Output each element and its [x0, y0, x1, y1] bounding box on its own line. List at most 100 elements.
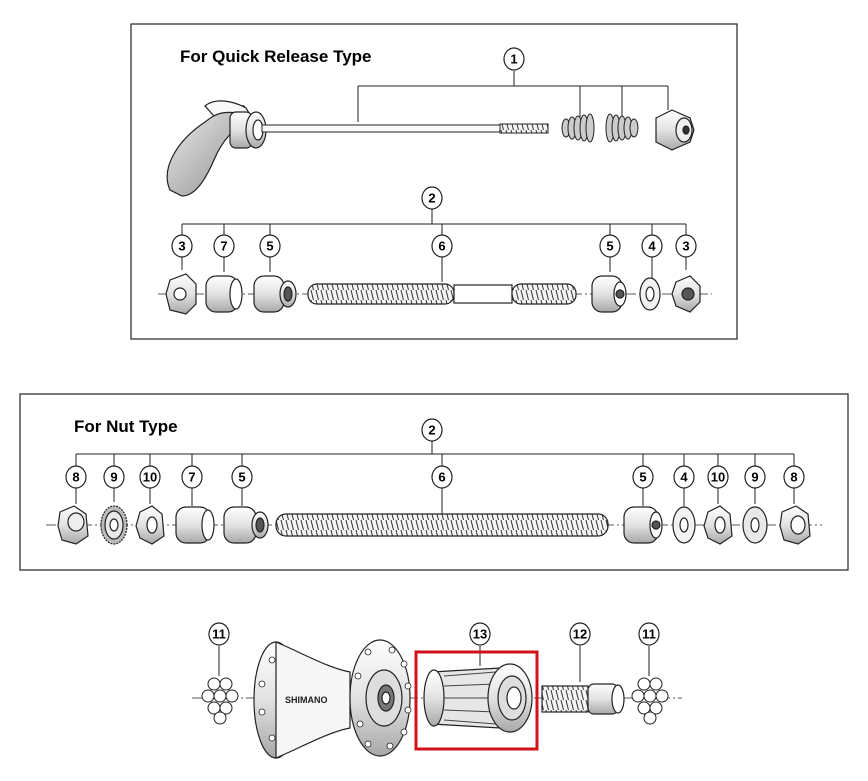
fixing-bolt [541, 683, 625, 715]
callout-circle [599, 234, 621, 258]
callout-12: 12 [569, 622, 591, 646]
callout-5: 5 [259, 234, 281, 258]
washer-right-9 [742, 506, 768, 544]
callout-circle [431, 234, 453, 258]
hub-assembly: SHIMANO [192, 639, 682, 759]
callout-number: 9 [110, 470, 117, 485]
highlight-box-part-13 [414, 650, 539, 751]
qr-pointer-lines [181, 256, 687, 282]
callout-2-leader-qr [181, 209, 687, 236]
callout-10: 10 [139, 465, 161, 489]
skewer-rod [261, 123, 549, 134]
callout-circle [421, 418, 443, 442]
callout-number: 3 [682, 239, 689, 254]
callout-8: 8 [65, 465, 87, 489]
callout-8: 8 [783, 465, 805, 489]
qr-cone-right [591, 275, 627, 313]
callout-circle [431, 465, 453, 489]
callout-6: 6 [431, 234, 453, 258]
callout-number: 2 [428, 191, 435, 206]
callout-circle [469, 622, 491, 646]
callout-circle [744, 465, 766, 489]
callout-number: 13 [473, 627, 487, 642]
freehub-body [423, 663, 533, 733]
callout-circle [673, 465, 695, 489]
callout-10: 10 [707, 465, 729, 489]
nut-cone-left [223, 506, 269, 544]
quick-release-title: For Quick Release Type [180, 47, 371, 66]
callout-circle [259, 234, 281, 258]
callout-circle [65, 465, 87, 489]
qr-cone-left [253, 275, 297, 313]
callout-circle [421, 186, 443, 210]
callout-number: 5 [639, 470, 646, 485]
callout-5: 5 [632, 465, 654, 489]
callout-number: 7 [220, 239, 227, 254]
callout-circle [139, 465, 161, 489]
lock-nut-right [703, 505, 733, 545]
callout-11: 11 [208, 622, 230, 646]
callout-13: 13 [469, 622, 491, 646]
hub-brand-label: SHIMANO [285, 695, 328, 705]
callout-circle [569, 622, 591, 646]
callout-4: 4 [641, 234, 663, 258]
callout-number: 9 [751, 470, 758, 485]
callout-circle [231, 465, 253, 489]
qr-washer [639, 277, 661, 311]
callout-circle [641, 234, 663, 258]
callout-3: 3 [675, 234, 697, 258]
callout-circle [707, 465, 729, 489]
callout-6: 6 [431, 465, 453, 489]
callout-number: 10 [143, 470, 157, 485]
callout-number: 6 [438, 470, 445, 485]
qr-lock-nut-left [165, 273, 197, 315]
callout-number: 1 [510, 52, 517, 67]
nut-axle [275, 513, 609, 537]
callout-11: 11 [638, 622, 660, 646]
callout-circle [181, 465, 203, 489]
ball-bearings-right [631, 677, 669, 725]
callout-4: 4 [673, 465, 695, 489]
callout-9: 9 [103, 465, 125, 489]
callout-number: 6 [438, 239, 445, 254]
callout-9: 9 [744, 465, 766, 489]
callout-number: 4 [680, 470, 688, 485]
lock-nut-left [135, 505, 165, 545]
callout-7: 7 [213, 234, 235, 258]
callout-number: 11 [212, 627, 226, 642]
callout-number: 8 [790, 470, 797, 485]
callout-circle [632, 465, 654, 489]
callout-3: 3 [171, 234, 193, 258]
callout-2: 2 [421, 186, 443, 210]
callout-circle [675, 234, 697, 258]
callout-number: 10 [711, 470, 725, 485]
quick-release-lever [166, 100, 267, 197]
callout-number: 12 [573, 627, 587, 642]
callout-5: 5 [231, 465, 253, 489]
nut-cone-right [623, 506, 663, 544]
axle-nut-left [57, 505, 89, 545]
callout-number: 5 [238, 470, 245, 485]
callout-number: 8 [72, 470, 79, 485]
spring-right [605, 113, 639, 143]
callout-number: 2 [428, 423, 435, 438]
serrated-washer-left [100, 505, 128, 545]
ball-bearings-left [201, 677, 239, 725]
nut-type-title: For Nut Type [74, 417, 178, 436]
nut-pointer-lines [75, 487, 795, 514]
callout-number: 7 [188, 470, 195, 485]
callout-circle [783, 465, 805, 489]
callout-circle [171, 234, 193, 258]
callout-number: 5 [606, 239, 613, 254]
qr-lock-nut-right [671, 275, 701, 313]
quick-release-nut [655, 109, 695, 151]
callout-number: 5 [266, 239, 273, 254]
callout-circle [213, 234, 235, 258]
callout-2-leader-nut [75, 440, 795, 466]
nut-washer-4 [672, 506, 696, 544]
callout-1: 1 [503, 47, 525, 71]
callout-circle [638, 622, 660, 646]
qr-axle [307, 283, 577, 305]
